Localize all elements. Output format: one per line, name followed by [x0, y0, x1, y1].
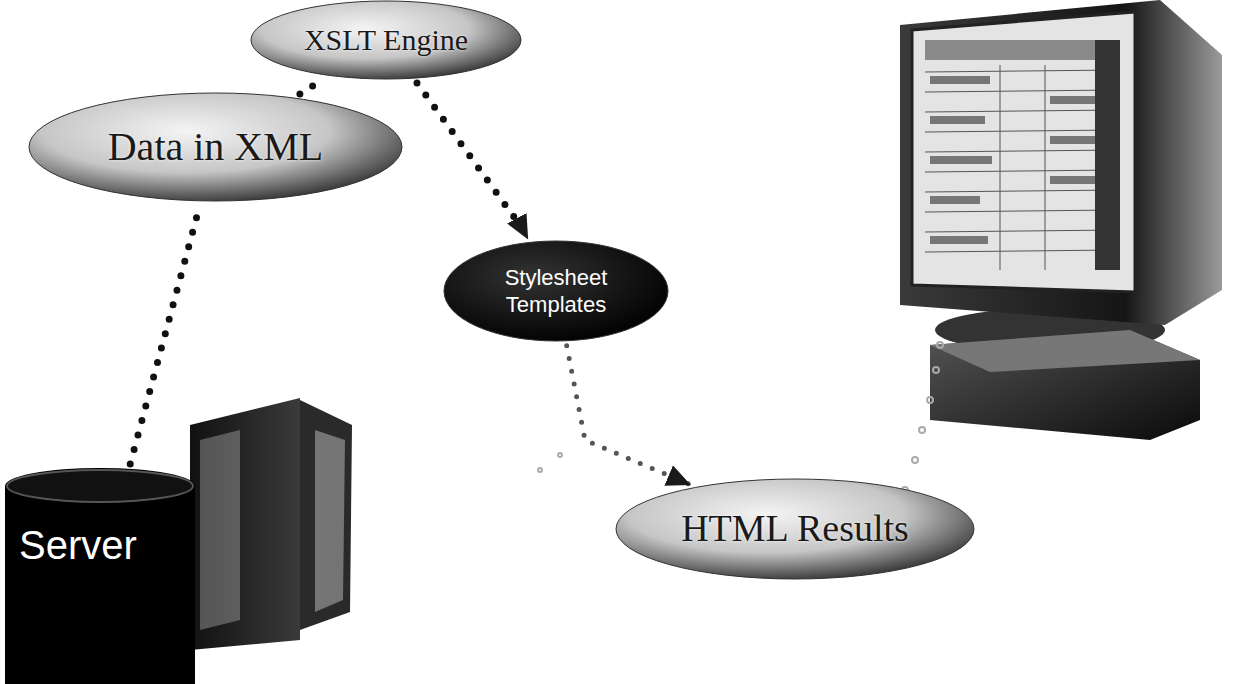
- ellipse-node: Data in XML: [28, 92, 403, 202]
- node-label: Stylesheet Templates: [480, 264, 632, 319]
- dark-ellipse-node: Stylesheet Templates: [443, 240, 669, 342]
- ellipse-node: XSLT Engine: [250, 0, 522, 80]
- cylinder-outline: [5, 468, 195, 684]
- dotted-connector: [130, 206, 200, 464]
- node-label: XSLT Engine: [304, 21, 468, 59]
- leader-dots: [538, 342, 943, 493]
- node-label: HTML Results: [681, 505, 909, 553]
- ellipse-node: HTML Results: [615, 478, 975, 580]
- dotted-connector: [567, 346, 689, 484]
- server-panels: [190, 398, 352, 650]
- database-cylinder: Server: [5, 468, 195, 684]
- node-label: Data in XML: [108, 122, 324, 172]
- node-label: Server: [19, 520, 137, 570]
- ellipse-outline: [443, 240, 669, 342]
- dotted-connector: [417, 83, 527, 238]
- dotted-connector: [300, 79, 323, 94]
- computer-illustration: [900, 0, 1222, 440]
